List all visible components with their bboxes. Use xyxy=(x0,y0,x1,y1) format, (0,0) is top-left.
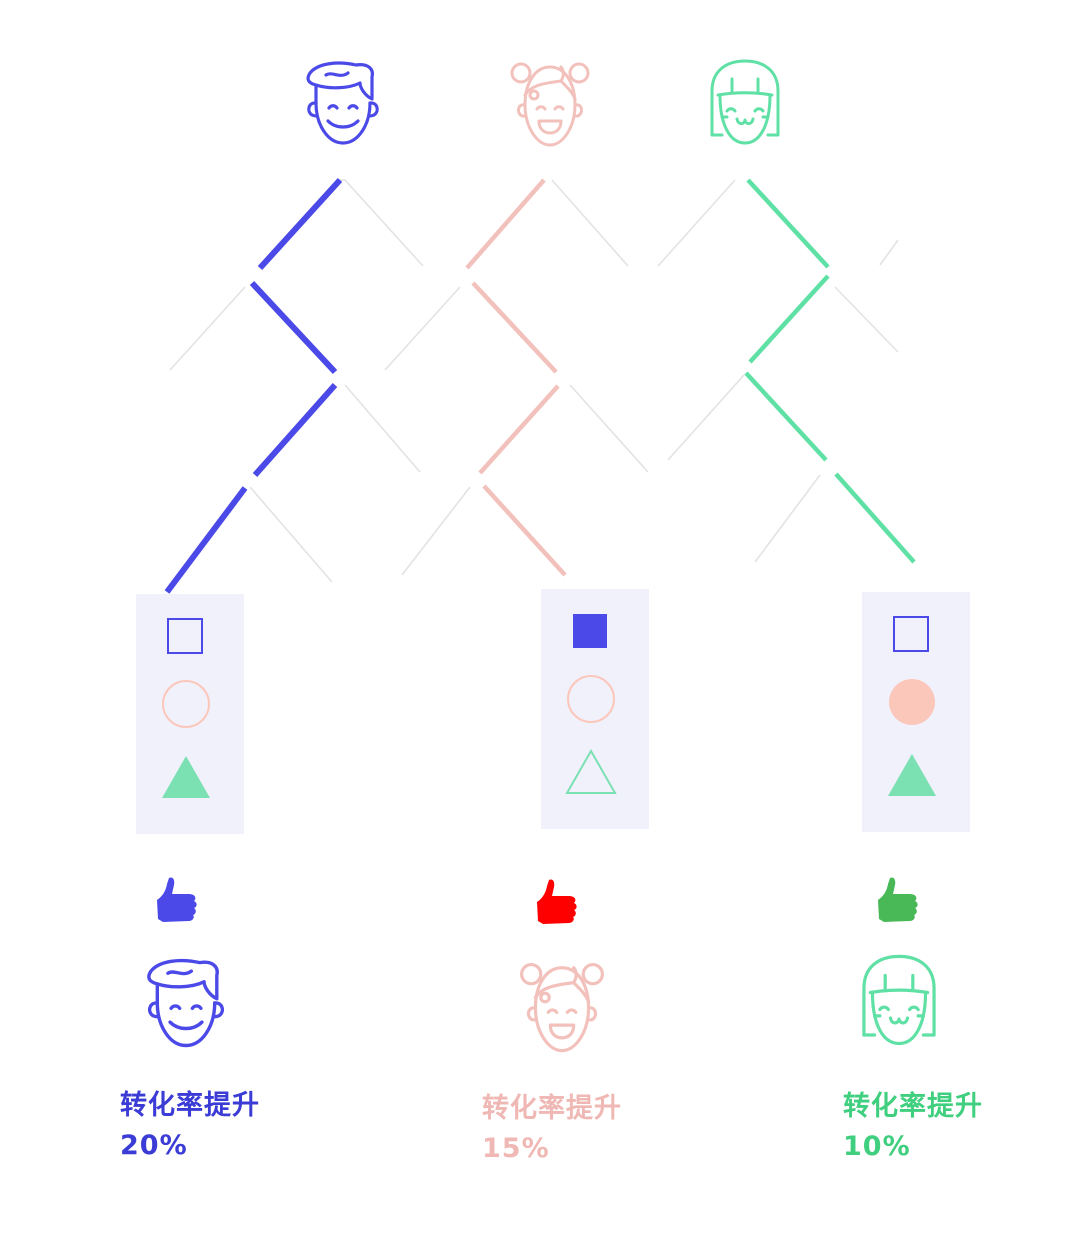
decision-path-segment-boy xyxy=(164,486,248,594)
result-label-girl-bob: 转化率提升 10% xyxy=(843,1087,983,1167)
decision-path-segment-girl-bob xyxy=(744,371,828,462)
result-value: 10% xyxy=(843,1131,911,1162)
lattice-edge xyxy=(249,486,333,583)
lattice-edge xyxy=(667,374,745,461)
decision-path-segment-girl-buns xyxy=(482,484,567,577)
result-title: 转化率提升 xyxy=(120,1090,260,1121)
decision-lattice xyxy=(164,177,916,594)
boy-face-icon xyxy=(147,958,225,1048)
lattice-edge xyxy=(754,474,821,563)
square-outline-icon xyxy=(893,616,929,652)
lattice-edge xyxy=(344,179,424,267)
triangle-outline-icon xyxy=(565,748,617,794)
lattice-edge xyxy=(879,239,899,266)
shape-panel-boy xyxy=(136,594,244,834)
boy-face-icon xyxy=(306,61,379,145)
lattice-edge xyxy=(834,286,899,353)
lattice-edge xyxy=(384,286,461,371)
decision-path-segment-girl-buns xyxy=(471,281,558,374)
decision-path-segment-girl-bob xyxy=(748,274,830,364)
thumbs-up-icon xyxy=(537,879,577,924)
square-outline-icon xyxy=(167,618,203,654)
decision-path-segment-girl-buns xyxy=(478,384,560,475)
decision-path-segment-girl-bob xyxy=(834,472,916,564)
thumbs-up-icon xyxy=(157,877,197,922)
lattice-edge xyxy=(551,179,629,267)
square-filled-icon xyxy=(573,614,607,648)
girl-buns-face-icon xyxy=(510,62,590,147)
lattice-edge xyxy=(169,286,246,371)
result-value: 15% xyxy=(482,1133,550,1164)
girl-buns-face-icon xyxy=(520,962,604,1053)
decision-path-segment-girl-buns xyxy=(465,178,546,270)
shape-panel-girl-bob xyxy=(862,592,970,832)
decision-path-segment-boy xyxy=(252,383,338,477)
circle-filled-icon xyxy=(889,679,935,725)
lattice-edge xyxy=(344,384,421,473)
result-value: 20% xyxy=(120,1130,188,1161)
decision-path-segment-girl-bob xyxy=(746,178,830,269)
shape-panel-girl-buns xyxy=(541,589,649,829)
decision-path-segment-boy xyxy=(249,280,338,375)
lattice-edge xyxy=(401,486,471,576)
result-title: 转化率提升 xyxy=(482,1093,622,1124)
girl-bob-face-icon xyxy=(862,954,936,1046)
decision-path-segment-boy xyxy=(257,177,343,271)
triangle-filled-icon xyxy=(888,754,936,796)
thumbs-up-icon xyxy=(878,877,918,922)
result-title: 转化率提升 xyxy=(843,1091,983,1122)
result-label-boy: 转化率提升 20% xyxy=(120,1086,260,1166)
girl-bob-face-icon xyxy=(710,59,780,145)
lattice-edge xyxy=(657,179,736,267)
result-label-girl-buns: 转化率提升 15% xyxy=(482,1089,622,1169)
lattice-edge xyxy=(569,384,649,473)
circle-outline-icon xyxy=(567,675,615,723)
circle-outline-icon xyxy=(162,680,210,728)
triangle-filled-icon xyxy=(162,756,210,798)
